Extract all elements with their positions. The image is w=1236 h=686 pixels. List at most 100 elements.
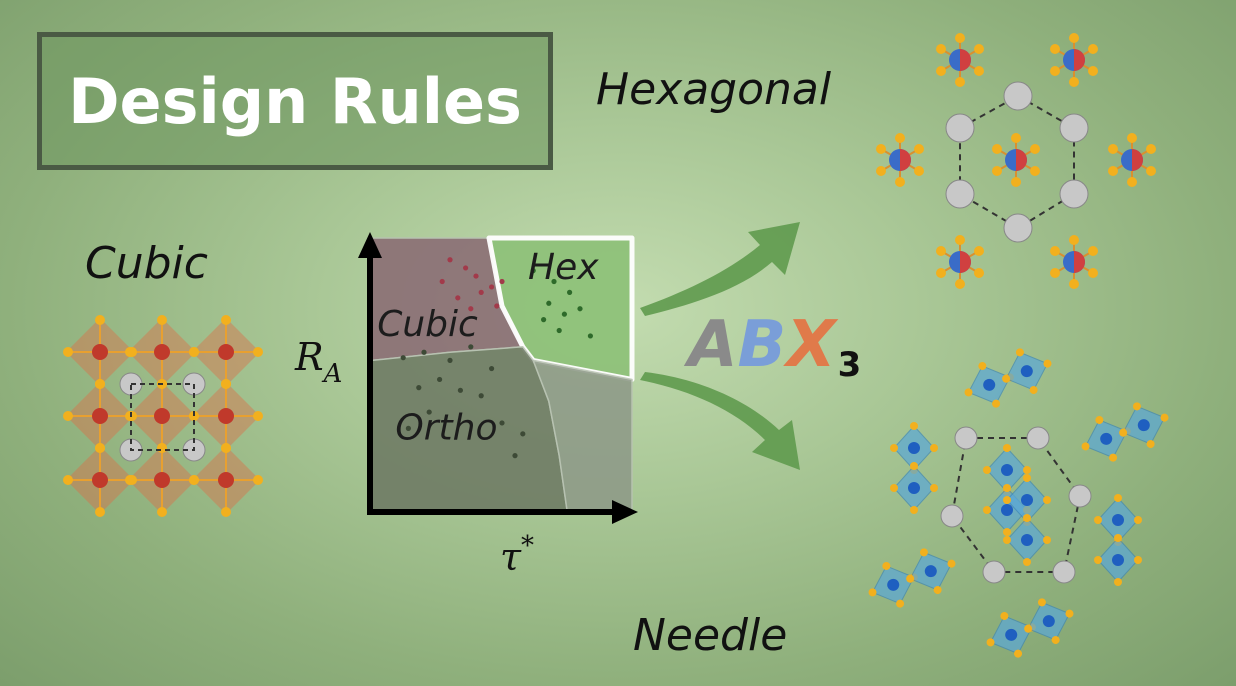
arrow-to-needle — [640, 372, 800, 470]
y-axis-label: RA — [294, 335, 342, 389]
a-site-atom — [1068, 484, 1092, 508]
region-label-ortho: Ortho — [395, 407, 497, 448]
title-text: Design Rules — [68, 64, 522, 138]
cubic-label: Cubic — [85, 238, 208, 289]
region-label-hex: Hex — [528, 247, 599, 288]
x-site-atom — [63, 347, 73, 357]
x-site-atom — [189, 347, 199, 357]
point-hex — [577, 306, 583, 312]
a-site-atom — [945, 179, 975, 209]
a-site-atom — [1059, 179, 1089, 209]
point-cubic — [455, 295, 461, 301]
point-ortho — [447, 357, 453, 363]
point-hex — [567, 289, 573, 295]
point-ortho — [400, 355, 406, 361]
point-hex — [530, 268, 536, 274]
x-site-atom — [221, 315, 231, 325]
x-site-atom — [63, 475, 73, 485]
point-cubic — [489, 284, 495, 290]
x-site-atom — [253, 347, 263, 357]
a-site-atom — [1059, 113, 1089, 143]
x-axis-arrowhead — [612, 500, 638, 524]
point-hex — [546, 300, 552, 306]
phase-regions — [371, 235, 635, 511]
b-site-atom — [92, 472, 108, 488]
x-site-atom — [95, 379, 105, 389]
point-ortho — [499, 420, 505, 426]
point-ortho — [437, 376, 443, 383]
b-site-atom — [218, 344, 234, 360]
a-site-atom — [954, 426, 978, 450]
x-site-atom — [253, 411, 263, 421]
a-site-atom — [982, 560, 1006, 584]
x-site-atom — [221, 443, 231, 453]
needle-label: Needle — [633, 610, 788, 661]
x-site-atom — [157, 507, 167, 517]
point-ortho — [478, 393, 484, 399]
point-hex — [541, 317, 547, 323]
point-hex — [587, 333, 594, 339]
unit-cell — [130, 383, 195, 451]
b-site-atom — [92, 408, 108, 424]
x-site-atom — [125, 475, 135, 485]
x-site-atom — [157, 315, 167, 325]
formula-a: A — [688, 308, 738, 382]
point-cubic — [499, 278, 505, 285]
point-hex — [551, 278, 557, 285]
point-ortho — [416, 385, 422, 391]
point-cubic — [478, 289, 484, 295]
a-site-atom — [1052, 560, 1076, 584]
formula-abx3: ABX3 — [688, 308, 861, 385]
point-cubic — [439, 278, 445, 285]
arrow-to-hexagonal — [640, 222, 800, 316]
b-site-atom — [92, 344, 108, 360]
point-ortho — [457, 387, 463, 393]
x-axis-label: τ* — [500, 531, 534, 579]
point-ortho — [512, 453, 518, 459]
point-hex — [561, 311, 568, 317]
a-site-atom — [1003, 81, 1033, 111]
x-site-atom — [221, 379, 231, 389]
point-ortho — [468, 344, 474, 350]
point-ortho — [520, 431, 526, 437]
formula-subscript: 3 — [837, 345, 862, 385]
point-cubic — [468, 306, 474, 312]
needle-perovskite-structure — [868, 348, 1169, 658]
x-site-atom — [63, 411, 73, 421]
x-site-atom — [221, 507, 231, 517]
point-cubic — [463, 265, 469, 271]
point-ortho — [489, 365, 495, 372]
data-points — [400, 257, 594, 459]
point-ortho — [405, 425, 411, 431]
hexagonal-label: Hexagonal — [596, 64, 832, 115]
formula-x: X — [786, 308, 836, 382]
x-site-atom — [253, 475, 263, 485]
point-ortho — [421, 349, 427, 355]
a-site-atom — [945, 113, 975, 143]
b-site-atom — [154, 472, 170, 488]
title-box: Design Rules — [37, 32, 553, 170]
point-cubic — [473, 273, 479, 279]
b-site-atom — [154, 408, 170, 424]
point-cubic — [447, 257, 453, 263]
a-site-atom — [1026, 426, 1050, 450]
x-site-atom — [95, 507, 105, 517]
a-site-atom — [1003, 213, 1033, 243]
x-site-atom — [189, 475, 199, 485]
formula-b: B — [737, 308, 787, 382]
x-site-atom — [95, 315, 105, 325]
cubic-perovskite-structure — [63, 315, 263, 517]
point-cubic — [494, 303, 500, 309]
hexagonal-perovskite-structure — [876, 33, 1156, 289]
region-label-cubic: Cubic — [377, 304, 478, 345]
b-site-atom — [218, 472, 234, 488]
b-site-atom — [154, 344, 170, 360]
b-site-atom — [218, 408, 234, 424]
y-axis-arrowhead — [358, 232, 382, 258]
x-site-atom — [95, 443, 105, 453]
a-site-atom — [940, 504, 964, 528]
x-site-atom — [125, 347, 135, 357]
